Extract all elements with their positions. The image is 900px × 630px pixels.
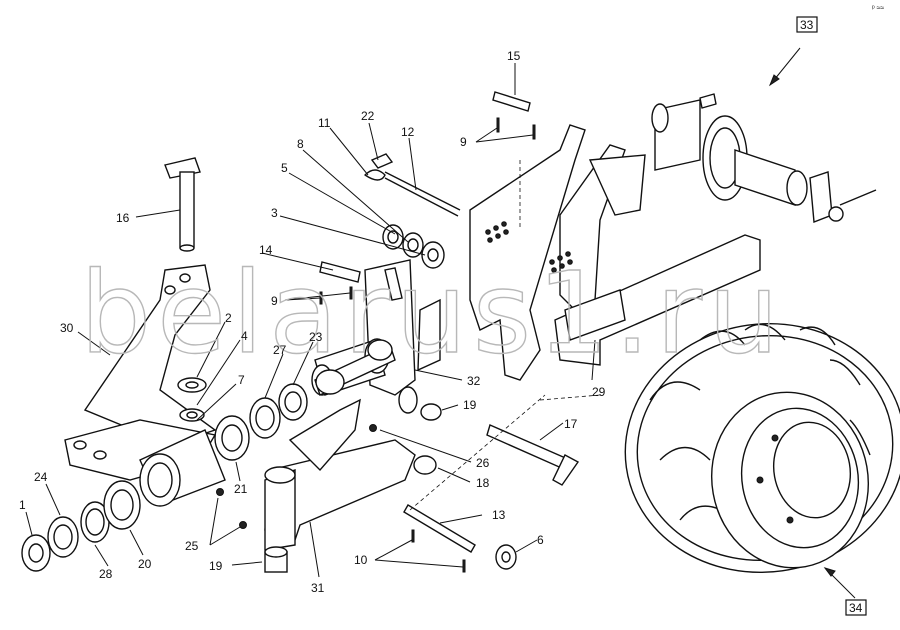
callout-32: 32 (467, 374, 481, 388)
pivot-tube (139, 429, 226, 507)
wheel-pin (486, 424, 580, 486)
callout-33: 33 (800, 18, 814, 32)
callout-24: 24 (34, 470, 48, 484)
callout-9-top: 9 (460, 135, 467, 149)
callout-22: 22 (361, 109, 375, 123)
callout-20: 20 (138, 557, 152, 571)
callout-8: 8 (297, 137, 304, 151)
callout-23: 23 (309, 330, 323, 344)
callout-17: 17 (564, 417, 578, 431)
callout-26: 26 (476, 456, 490, 470)
leader-lines (25, 63, 596, 578)
kingpin (164, 157, 201, 252)
short-pin (319, 261, 361, 283)
callout-3: 3 (271, 206, 278, 220)
callout-25: 25 (185, 539, 199, 553)
callout-10: 10 (354, 553, 368, 567)
corner-code: ᵖ ≈≈ (872, 5, 884, 12)
wheel-assembly (624, 322, 900, 574)
callout-labels: 1 24 28 20 21 25 19 31 10 6 13 18 26 17 … (19, 49, 606, 595)
direction-arrows (768, 47, 856, 599)
callout-11: 11 (318, 116, 331, 130)
callout-13: 13 (492, 508, 506, 522)
callout-30: 30 (60, 321, 74, 335)
callout-33-box: 33 (796, 16, 818, 33)
callout-9-left: 9 (271, 294, 278, 308)
callout-28: 28 (99, 567, 113, 581)
top-pin (492, 91, 531, 112)
mounting-frame (469, 124, 761, 381)
callout-14: 14 (259, 243, 273, 257)
callout-19-lower: 19 (209, 559, 223, 573)
callout-15: 15 (507, 49, 521, 63)
callout-29: 29 (592, 385, 606, 399)
callout-4: 4 (241, 329, 248, 343)
callout-6: 6 (537, 533, 544, 547)
spring-pins (319, 117, 536, 573)
callout-7: 7 (238, 373, 245, 387)
callout-16: 16 (116, 211, 130, 225)
lower-pin (403, 504, 476, 553)
long-pin (384, 171, 461, 211)
callout-27: 27 (273, 343, 287, 357)
long-pin-edge (384, 177, 459, 217)
stepped-shaft (314, 339, 396, 396)
bushings (264, 403, 442, 573)
grease-nipples (216, 424, 377, 529)
callout-2: 2 (225, 311, 232, 325)
callout-21: 21 (234, 482, 248, 496)
callout-5: 5 (281, 161, 288, 175)
watermark: belarus1.ru (80, 249, 785, 379)
callout-34-box: 34 (845, 599, 867, 616)
callout-34: 34 (849, 601, 863, 615)
axle-hub-assembly (651, 93, 877, 223)
callout-12: 12 (401, 125, 415, 139)
swing-arm (264, 398, 416, 551)
callout-1: 1 (19, 498, 26, 512)
retaining-clips (364, 153, 394, 181)
callout-31: 31 (311, 581, 325, 595)
washers-and-bearings (21, 224, 517, 572)
callout-19-upper: 19 (463, 398, 477, 412)
callout-18: 18 (476, 476, 490, 490)
frame-bolt-holes (485, 221, 573, 273)
